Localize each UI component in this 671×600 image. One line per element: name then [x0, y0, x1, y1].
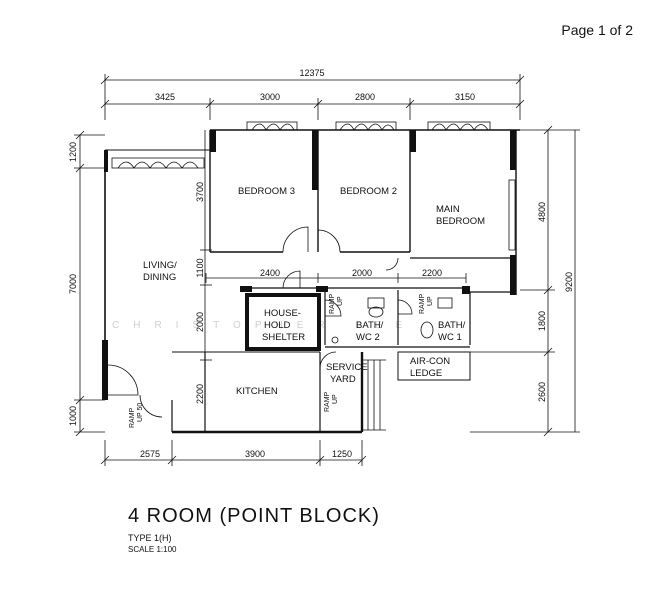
room-label-service-line1: SERVICE: [326, 362, 368, 373]
room-label-bath2-line1: BATH/: [356, 320, 384, 331]
page-number-label: Page 1 of 2: [561, 22, 633, 38]
dim-top-total: 12375: [299, 68, 324, 78]
ramp-label-entry-ramp: RAMP: [129, 407, 136, 428]
room-label-bath2-line2: WC 2: [356, 332, 380, 343]
dim-top-1: 3425: [155, 92, 175, 102]
dim-left-outer-3: 1000: [68, 406, 78, 426]
windows: [111, 121, 516, 251]
room-labels: BEDROOM 3 BEDROOM 2 MAIN BEDROOM LIVING/…: [143, 186, 485, 397]
dim-mid-3: 2200: [422, 268, 442, 278]
doors: [107, 226, 413, 418]
room-label-main-bedroom-line1: MAIN: [436, 204, 460, 215]
dim-left-inner-2: 1100: [195, 258, 205, 277]
ramp-label-yard-up: UP: [332, 394, 339, 404]
dim-right-inner-1: 4800: [537, 202, 547, 222]
room-label-living-line2: DINING: [143, 272, 176, 283]
dim-left-inner-3: 2000: [195, 312, 205, 332]
ramp-label-bath1-ramp: RAMP: [419, 293, 426, 314]
room-label-aircon-line1: AIR-CON: [410, 356, 450, 367]
room-label-living-line1: LIVING/: [143, 260, 177, 271]
ramp-label-bath1-up: UP: [427, 296, 434, 306]
room-label-shelter-line1: HOUSE-: [264, 308, 301, 319]
room-label-shelter-line2: HOLD: [264, 320, 291, 331]
plan-type: TYPE 1(H): [128, 533, 172, 543]
room-label-bath1-line2: WC 1: [438, 332, 462, 343]
dim-mid-1: 2400: [260, 268, 280, 278]
columns: [102, 130, 516, 400]
dim-left-inner-4: 2200: [195, 384, 205, 404]
plan-title: 4 ROOM (POINT BLOCK): [128, 505, 380, 527]
ramp-label-bath2-ramp: RAMP: [329, 293, 336, 314]
room-label-kitchen: KITCHEN: [236, 386, 278, 397]
dim-left-outer-2: 7000: [68, 274, 78, 294]
dim-left-outer-1: 1200: [68, 142, 78, 162]
dim-bottom-1: 2575: [140, 449, 160, 459]
watermark: CHRISTOPHER LEE: [112, 320, 416, 331]
dim-bottom-3: 1250: [332, 449, 352, 459]
room-label-bedroom-2: BEDROOM 2: [340, 186, 397, 197]
floor-plan: CHRISTOPHER LEE: [68, 68, 580, 466]
dim-right-inner-2: 1800: [537, 311, 547, 331]
dimension-labels: 12375 3425 3000 2800 3150 2400 2000 2200…: [68, 68, 574, 459]
room-label-main-bedroom-line2: BEDROOM: [436, 216, 485, 227]
room-label-bath1-line1: BATH/: [438, 320, 466, 331]
dim-top-4: 3150: [455, 92, 475, 102]
dimension-lines: [74, 74, 580, 466]
room-label-aircon-line2: LEDGE: [410, 368, 442, 379]
room-label-shelter-line3: SHELTER: [262, 332, 305, 343]
ramp-label-entry-up50: UP 50: [137, 403, 144, 422]
dim-right-inner-3: 2600: [537, 382, 547, 402]
ramp-labels: RAMP UP RAMP UP RAMP UP RAMP UP 50: [129, 293, 434, 428]
dim-right-total: 9200: [564, 272, 574, 292]
ramp-label-yard-ramp: RAMP: [324, 391, 331, 412]
sanitary-fixtures: [172, 297, 453, 353]
room-label-service-line2: YARD: [330, 374, 356, 385]
dim-top-2: 3000: [260, 92, 280, 102]
plan-scale: SCALE 1:100: [128, 545, 177, 554]
ramp-label-bath2-up: UP: [337, 296, 344, 306]
household-shelter-walls: [245, 293, 321, 351]
dim-left-inner-1: 3700: [195, 182, 205, 202]
room-label-bedroom-3: BEDROOM 3: [238, 186, 295, 197]
dim-top-3: 2800: [355, 92, 375, 102]
dim-mid-2: 2000: [352, 268, 372, 278]
dim-bottom-2: 3900: [245, 449, 265, 459]
